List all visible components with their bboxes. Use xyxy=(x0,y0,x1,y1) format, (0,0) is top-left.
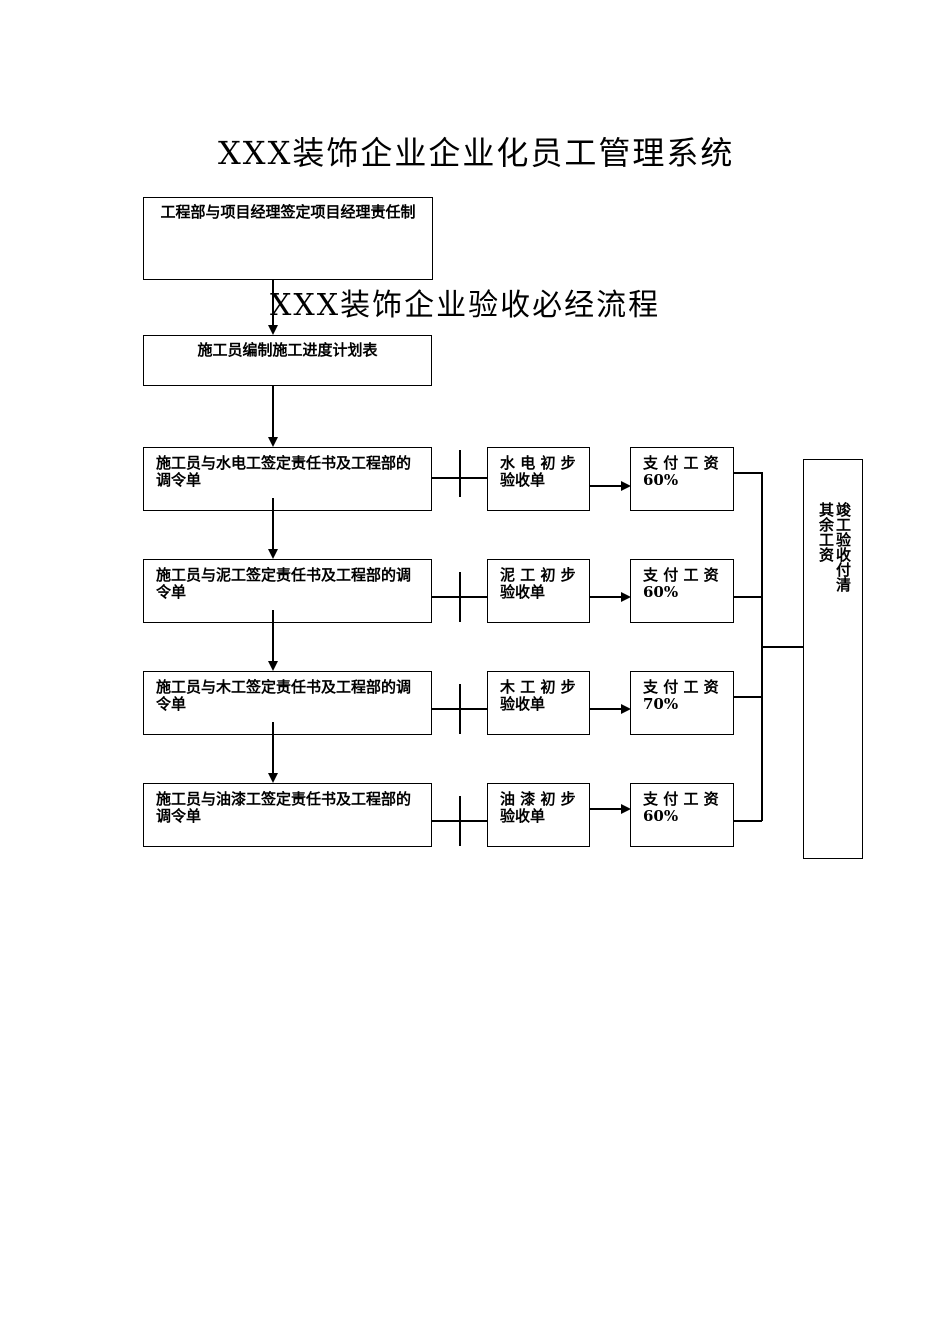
connector-line xyxy=(590,596,622,598)
connector-line xyxy=(734,472,762,474)
connector-line xyxy=(734,820,762,822)
arrow-right-icon xyxy=(621,704,631,714)
connector-line xyxy=(734,596,762,598)
payment-label: 支 付 工 资 xyxy=(643,678,719,696)
final-settlement-box: 竣工验收付清其余工资 xyxy=(803,459,863,859)
payment-percent: 60% xyxy=(643,471,679,489)
arrow-down-icon xyxy=(268,661,278,671)
step-label: 工程部与项目经理签定项目经理责任制 xyxy=(160,203,416,221)
document-title: XXX装饰企业企业化员工管理系统 xyxy=(218,134,735,172)
payment-percent: 60% xyxy=(643,807,679,825)
step-project-manager-contract: 工程部与项目经理签定项目经理责任制 xyxy=(143,197,433,280)
connector-line xyxy=(272,610,274,662)
arrow-right-icon xyxy=(621,804,631,814)
step-label: 施工员编制施工进度计划表 xyxy=(197,341,378,359)
tick-mark xyxy=(459,684,461,734)
arrow-down-icon xyxy=(268,437,278,447)
payment-label: 支 付 工 资 xyxy=(643,566,719,584)
payment-label: 支 付 工 资 xyxy=(643,454,719,472)
contract-label: 施工员与油漆工签定责任书及工程部的调令单 xyxy=(156,790,412,825)
contract-box-painting: 施工员与油漆工签定责任书及工程部的调令单 xyxy=(143,783,432,847)
connector-line xyxy=(590,708,622,710)
inspection-label: 油 漆 初 步 验收单 xyxy=(500,790,576,825)
tick-mark xyxy=(459,450,461,497)
contract-box-carpentry: 施工员与木工签定责任书及工程部的调令单 xyxy=(143,671,432,735)
arrow-down-icon xyxy=(268,773,278,783)
contract-box-plumbing-electric: 施工员与水电工签定责任书及工程部的调令单 xyxy=(143,447,432,511)
payment-percent: 60% xyxy=(643,583,679,601)
connector-line xyxy=(272,386,274,438)
step-schedule-plan: 施工员编制施工进度计划表 xyxy=(143,335,432,386)
connector-line xyxy=(761,646,804,648)
contract-label: 施工员与水电工签定责任书及工程部的调令单 xyxy=(156,454,412,489)
connector-line xyxy=(272,498,274,550)
inspection-box: 水 电 初 步 验收单 xyxy=(487,447,590,511)
inspection-label: 水 电 初 步 验收单 xyxy=(500,454,576,489)
final-label: 竣工验收付清其余工资 xyxy=(817,502,852,592)
contract-label: 施工员与木工签定责任书及工程部的调令单 xyxy=(156,678,412,713)
connector-line xyxy=(272,280,274,330)
payment-percent: 70% xyxy=(643,695,679,713)
connector-line xyxy=(590,808,622,810)
inspection-box: 木 工 初 步 验收单 xyxy=(487,671,590,735)
tick-mark xyxy=(459,572,461,622)
contract-box-masonry: 施工员与泥工签定责任书及工程部的调令单 xyxy=(143,559,432,623)
flow-title: XXX装饰企业验收必经流程 xyxy=(270,288,661,323)
arrow-right-icon xyxy=(621,481,631,491)
arrow-down-icon xyxy=(268,549,278,559)
inspection-box: 泥 工 初 步 验收单 xyxy=(487,559,590,623)
inspection-box: 油 漆 初 步 验收单 xyxy=(487,783,590,847)
payment-label: 支 付 工 资 xyxy=(643,790,719,808)
payment-box: 支 付 工 资 60% xyxy=(630,783,734,847)
payment-box: 支 付 工 资 60% xyxy=(630,447,734,511)
payment-box: 支 付 工 资 70% xyxy=(630,671,734,735)
arrow-down-icon xyxy=(268,325,278,335)
inspection-label: 泥 工 初 步 验收单 xyxy=(500,566,576,601)
contract-label: 施工员与泥工签定责任书及工程部的调令单 xyxy=(156,566,412,601)
connector-line xyxy=(272,722,274,774)
arrow-right-icon xyxy=(621,592,631,602)
connector-line xyxy=(734,696,762,698)
inspection-label: 木 工 初 步 验收单 xyxy=(500,678,576,713)
tick-mark xyxy=(459,796,461,846)
connector-line xyxy=(590,485,622,487)
payment-box: 支 付 工 资 60% xyxy=(630,559,734,623)
